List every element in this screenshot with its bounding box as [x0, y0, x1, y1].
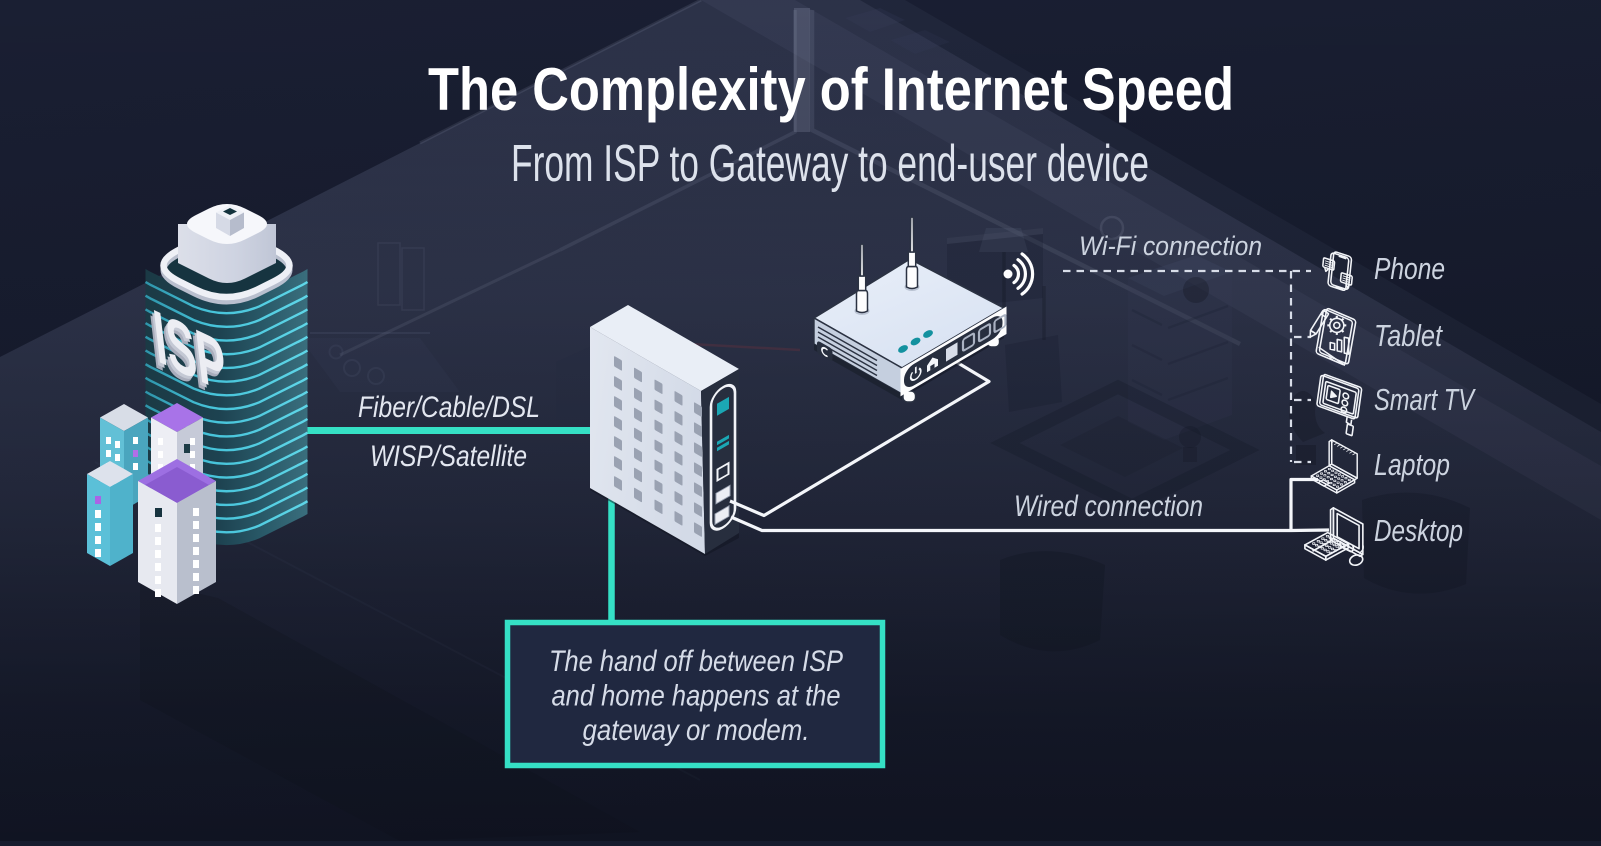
- svg-text:Laptop: Laptop: [1374, 447, 1450, 482]
- svg-text:The hand off between ISP: The hand off between ISP: [549, 645, 843, 678]
- svg-text:Wired connection: Wired connection: [1014, 490, 1203, 523]
- svg-text:Smart TV: Smart TV: [1374, 382, 1477, 417]
- svg-text:Phone: Phone: [1374, 251, 1445, 286]
- svg-text:From ISP to Gateway to end-use: From ISP to Gateway to end-user device: [511, 135, 1149, 193]
- svg-text:and home happens at the: and home happens at the: [552, 680, 841, 713]
- svg-text:gateway or modem.: gateway or modem.: [583, 714, 810, 747]
- svg-text:Desktop: Desktop: [1374, 513, 1463, 548]
- svg-text:Wi-Fi connection: Wi-Fi connection: [1079, 231, 1262, 261]
- svg-text:WISP/Satellite: WISP/Satellite: [370, 440, 527, 473]
- svg-text:The Complexity of Internet Spe: The Complexity of Internet Speed: [428, 56, 1234, 123]
- svg-text:Fiber/Cable/DSL: Fiber/Cable/DSL: [358, 391, 540, 424]
- svg-text:Tablet: Tablet: [1374, 318, 1443, 353]
